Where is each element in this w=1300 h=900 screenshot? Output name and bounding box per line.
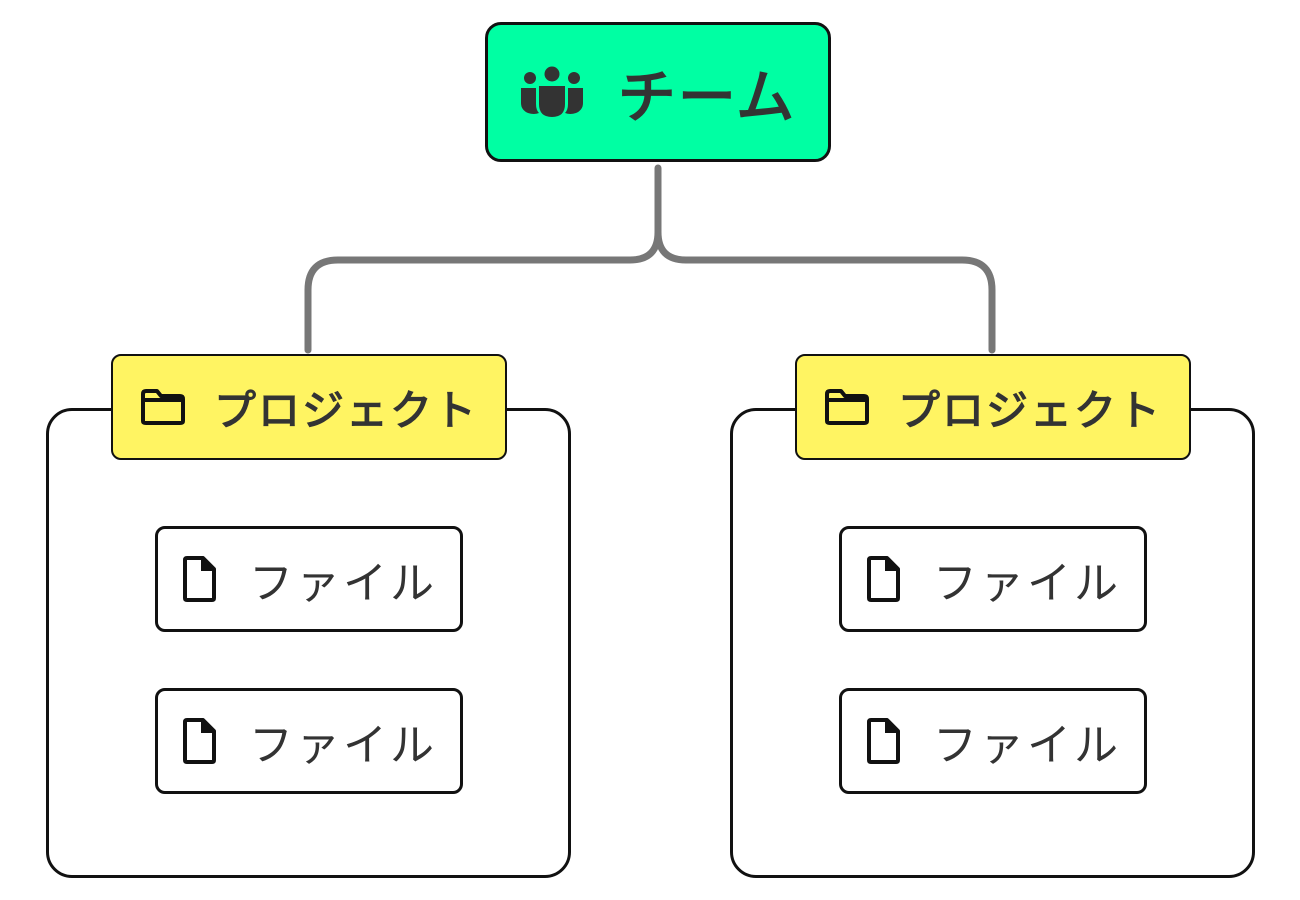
- file-label: ファイル: [933, 720, 1121, 771]
- file-node: ファイル: [155, 688, 463, 794]
- group-label: プロジェクト: [213, 385, 478, 435]
- file-label: ファイル: [249, 558, 437, 609]
- file-label: ファイル: [933, 558, 1121, 609]
- group-container-right: [730, 408, 1255, 878]
- file-label: ファイル: [249, 720, 437, 771]
- group-header-left: プロジェクト: [111, 354, 507, 460]
- group-header-right: プロジェクト: [795, 354, 1191, 460]
- connector-left: [304, 164, 662, 354]
- folder-icon: [140, 388, 186, 426]
- group-label: プロジェクト: [897, 385, 1162, 435]
- file-node: ファイル: [155, 526, 463, 632]
- team-icon: [520, 66, 584, 118]
- file-node: ファイル: [839, 526, 1147, 632]
- root-label: チーム: [617, 63, 797, 131]
- file-icon: [865, 556, 901, 602]
- folder-icon: [824, 388, 870, 426]
- file-icon: [865, 718, 901, 764]
- group-container-left: [46, 408, 571, 878]
- connector-right: [654, 228, 996, 354]
- file-icon: [181, 556, 217, 602]
- root-node-team: チーム: [485, 22, 831, 162]
- file-icon: [181, 718, 217, 764]
- file-node: ファイル: [839, 688, 1147, 794]
